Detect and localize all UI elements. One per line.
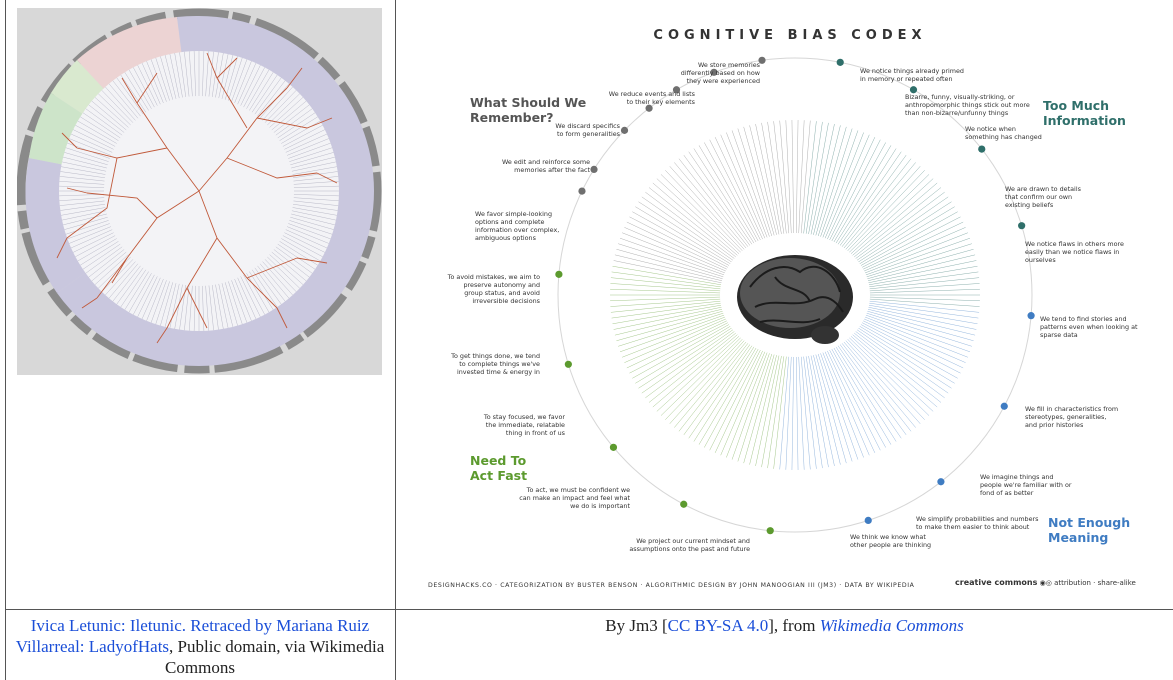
desc-16: We notice flaws in others more easily th…	[1025, 240, 1124, 264]
desc-13: We imagine things and people we're famil…	[980, 473, 1072, 497]
left-caption-author-link[interactable]: Ivica Letunic: Iletunic. Retraced by Mar…	[15, 616, 370, 656]
desc-7: To get things done, we tend to complete …	[451, 352, 540, 376]
region-act-line1: Need To	[470, 453, 527, 468]
desc-3: We discard specifics to form generalitie…	[555, 122, 620, 138]
cc-logo: creative commons	[955, 578, 1038, 587]
right-caption: By Jm3 [CC BY-SA 4.0], from Wikimedia Co…	[396, 615, 1173, 636]
region-remember-line1: What Should We	[470, 95, 587, 110]
region-meaning-line2: Meaning	[1048, 530, 1109, 545]
desc-14: We fill in characteristics from stereoty…	[1025, 405, 1119, 429]
left-caption: Ivica Letunic: Iletunic. Retraced by Mar…	[10, 615, 390, 678]
region-meaning-title: Not Enough Meaning	[1048, 515, 1130, 545]
desc-17: We are drawn to details that confirm our…	[1005, 185, 1081, 209]
desc-4: We edit and reinforce some memories afte…	[501, 158, 590, 174]
brain-icon	[737, 255, 853, 344]
desc-2: We reduce events and lists to their key …	[608, 90, 695, 106]
region-too-much-line1: Too Much	[1043, 98, 1110, 113]
codex-diagram	[555, 56, 1035, 535]
tree-of-life-graphic	[17, 8, 382, 375]
region-remember-line2: Remember?	[470, 110, 554, 125]
codex-title: COGNITIVE BIAS CODEX	[653, 28, 927, 43]
desc-12: We simplify probabilities and numbers to…	[916, 515, 1039, 531]
region-too-much-title: Too Much Information	[1043, 98, 1126, 128]
cc-icons: ◉◎	[1039, 579, 1052, 587]
table-vline-mid	[395, 0, 396, 680]
right-caption-license-link[interactable]: CC BY-SA 4.0	[667, 616, 769, 635]
desc-11: We think we know what other people are t…	[850, 533, 932, 549]
desc-6: To avoid mistakes, we aim to preserve au…	[447, 273, 540, 305]
cc-terms: attribution · share-alike	[1054, 579, 1136, 587]
desc-18: We notice when something has changed	[965, 125, 1042, 141]
region-act-title: Need To Act Fast	[470, 453, 527, 483]
table-hline	[5, 609, 1173, 610]
right-caption-source-link[interactable]: Wikimedia Commons	[820, 616, 964, 635]
desc-10: We project our current mindset and assum…	[629, 537, 750, 553]
desc-5: We favor simple-looking options and comp…	[475, 210, 560, 242]
right-caption-mid: ], from	[768, 616, 820, 635]
region-meaning-line1: Not Enough	[1048, 515, 1131, 530]
desc-20: We notice things already primed in memor…	[860, 67, 964, 83]
desc-9: To act, we must be confident we can make…	[519, 486, 630, 510]
region-too-much-line2: Information	[1043, 113, 1126, 128]
right-caption-prefix: By Jm3 [	[605, 616, 668, 635]
desc-19: Bizarre, funny, visually-striking, or an…	[905, 93, 1030, 117]
desc-1: We store memories differently based on h…	[680, 61, 760, 85]
codex-footer: DESIGNHACKS.CO · CATEGORIZATION BY BUSTE…	[428, 582, 915, 589]
cc-license: creative commons ◉◎ attribution · share-…	[955, 578, 1136, 587]
table-vline-left	[5, 0, 6, 680]
cognitive-bias-codex-image[interactable]: COGNITIVE BIAS CODEX What Should We Reme…	[420, 20, 1160, 605]
left-caption-license: , Public domain, via Wikimedia Commons	[165, 637, 385, 677]
desc-8: To stay focused, we favor the immediate,…	[483, 413, 565, 437]
right-caption-source: Wikimedia Commons	[819, 616, 964, 635]
desc-15: We tend to find stories and patterns eve…	[1040, 315, 1138, 339]
region-act-line2: Act Fast	[470, 468, 528, 483]
phylogenetic-tree-image[interactable]	[17, 8, 382, 375]
region-remember-title: What Should We Remember?	[470, 95, 586, 125]
